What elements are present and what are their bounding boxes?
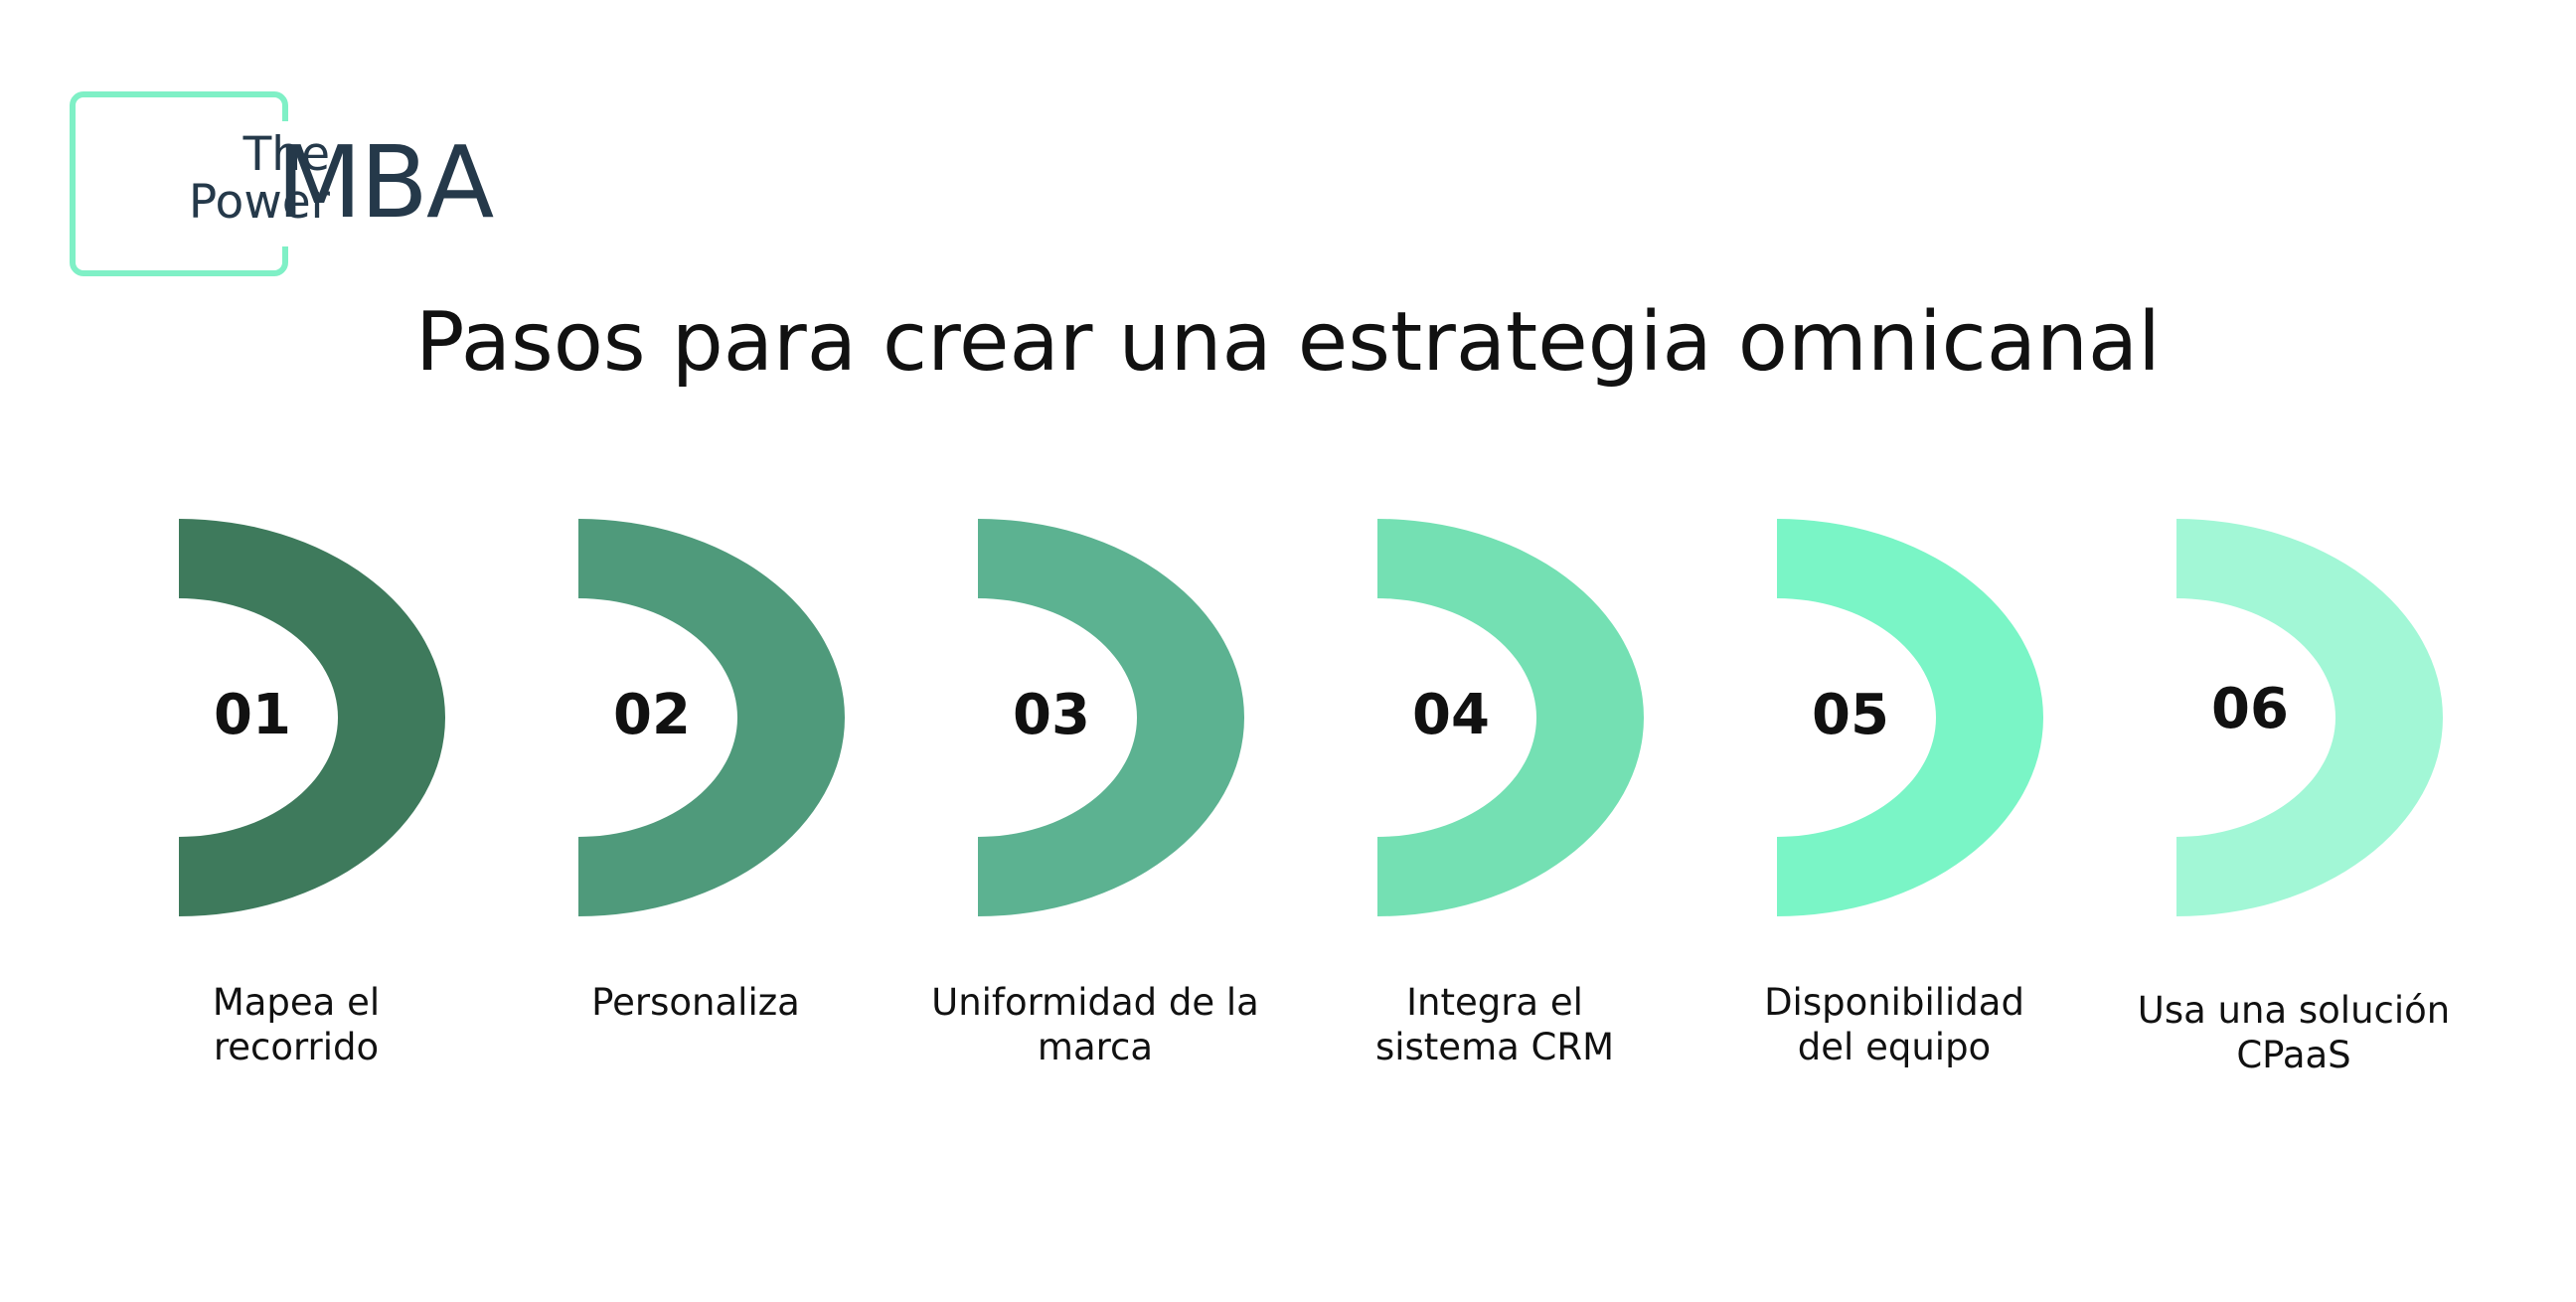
step-label-line: marca (1037, 1026, 1154, 1068)
step-label-04: Integra el sistema CRM (1286, 980, 1703, 1069)
step-label-line: Uniformidad de la (931, 981, 1259, 1024)
step-number-02: 02 (613, 683, 691, 747)
step-arc-02 (578, 519, 845, 916)
step-label-05: Disponibilidad del equipo (1686, 980, 2103, 1069)
step-arc-06 (2176, 519, 2443, 916)
logo-text-power: Power (188, 175, 330, 230)
step-label-line: Disponibilidad (1764, 981, 2024, 1024)
step-label-06: Usa una solución CPaaS (2085, 988, 2502, 1077)
step-number-01: 01 (214, 683, 291, 747)
step-label-line: CPaaS (2236, 1034, 2351, 1076)
step-label-line: recorrido (213, 1026, 380, 1068)
step-label-02: Personaliza (487, 980, 904, 1025)
step-label-line: Mapea el (212, 981, 381, 1024)
brand-logo: The Power MBA (70, 91, 527, 280)
logo-text-the: The (242, 127, 330, 182)
step-label-line: Integra el (1406, 981, 1583, 1024)
step-arc-05 (1777, 519, 2043, 916)
step-arc-04 (1377, 519, 1644, 916)
step-number-06: 06 (2211, 677, 2289, 741)
step-arc-01 (179, 519, 445, 916)
page-title: Pasos para crear una estrategia omnicana… (415, 295, 2161, 390)
logo-text-mba: MBA (276, 124, 494, 241)
step-label-03: Uniformidad de la marca (886, 980, 1304, 1069)
step-label-line: del equipo (1797, 1026, 1992, 1068)
step-arc-03 (978, 519, 1244, 916)
step-label-line: Personaliza (591, 981, 800, 1024)
step-number-05: 05 (1812, 683, 1889, 747)
step-number-03: 03 (1013, 683, 1090, 747)
step-label-line: sistema CRM (1374, 1026, 1615, 1068)
step-number-04: 04 (1412, 683, 1490, 747)
step-label-01: Mapea el recorrido (87, 980, 505, 1069)
step-label-line: Usa una solución (2137, 989, 2451, 1032)
